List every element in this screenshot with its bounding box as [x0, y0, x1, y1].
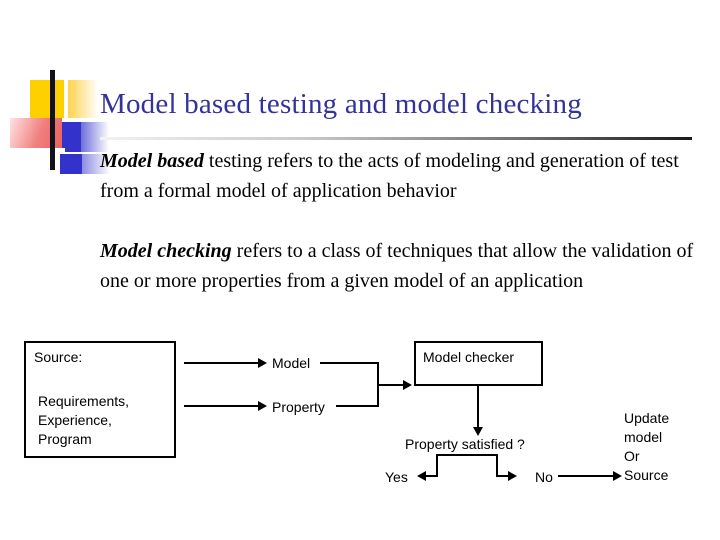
logo-yellow-gradient [68, 80, 98, 118]
logo-yellow-square [30, 80, 64, 118]
paragraph-2-emphasis: Model checking [100, 240, 232, 262]
arrow-checker-to-decision-line [477, 386, 479, 429]
logo-blue-square-lower [60, 154, 82, 174]
arrow-to-checker-head [403, 380, 412, 390]
source-box [24, 341, 176, 458]
model-checker-label: Model checker [423, 349, 515, 365]
yes-label: Yes [385, 469, 408, 485]
branch-right-horizontal [496, 475, 510, 477]
decorative-logo [10, 70, 110, 174]
paragraph-model-based: Model based testing refers to the acts o… [100, 146, 700, 206]
title-divider [100, 137, 692, 140]
paragraph-1-text: testing refers to the acts of modeling a… [100, 150, 679, 202]
source-box-items: Requirements, Experience, Program [38, 393, 130, 447]
logo-black-bar [50, 70, 55, 170]
arrow-source-to-model-head [258, 358, 267, 368]
arrow-to-checker-line [377, 384, 405, 386]
arrow-source-to-property-line [184, 405, 260, 407]
paragraph-2-text: refers to a class of techniques that all… [100, 240, 694, 292]
arrow-yes-head [417, 471, 426, 481]
arrow-source-to-property-head [258, 401, 267, 411]
page-title: Model based testing and model checking [100, 88, 582, 120]
branch-right-vertical [496, 454, 498, 477]
model-checker-box [414, 341, 543, 386]
update-label: Update model Or Source [624, 410, 670, 483]
paragraph-1-emphasis: Model based [100, 150, 204, 172]
paragraph-model-checking: Model checking refers to a class of tech… [100, 236, 712, 296]
no-label: No [535, 469, 553, 485]
flow-diagram: Source: Requirements, Experience, Progra… [0, 330, 720, 540]
arrow-checker-to-decision-head [473, 427, 483, 436]
logo-blue-gradient-lower [82, 154, 110, 174]
branch-left-horizontal [425, 475, 438, 477]
arrow-no-to-update-line [558, 475, 616, 477]
arrow-source-to-model-line [184, 362, 260, 364]
source-box-heading: Source: [34, 349, 83, 365]
decision-label: Property satisfied ? [405, 436, 525, 452]
arrow-no-to-update-head [613, 471, 622, 481]
branch-left-vertical [436, 454, 438, 477]
model-connector-line [320, 362, 379, 364]
logo-blue-square [62, 122, 81, 152]
logo-white-bar [10, 148, 65, 154]
branch-top-line [436, 454, 498, 456]
model-label: Model [272, 355, 311, 371]
arrow-no-head [508, 471, 517, 481]
property-connector-line [336, 405, 379, 407]
property-label: Property [272, 399, 325, 415]
